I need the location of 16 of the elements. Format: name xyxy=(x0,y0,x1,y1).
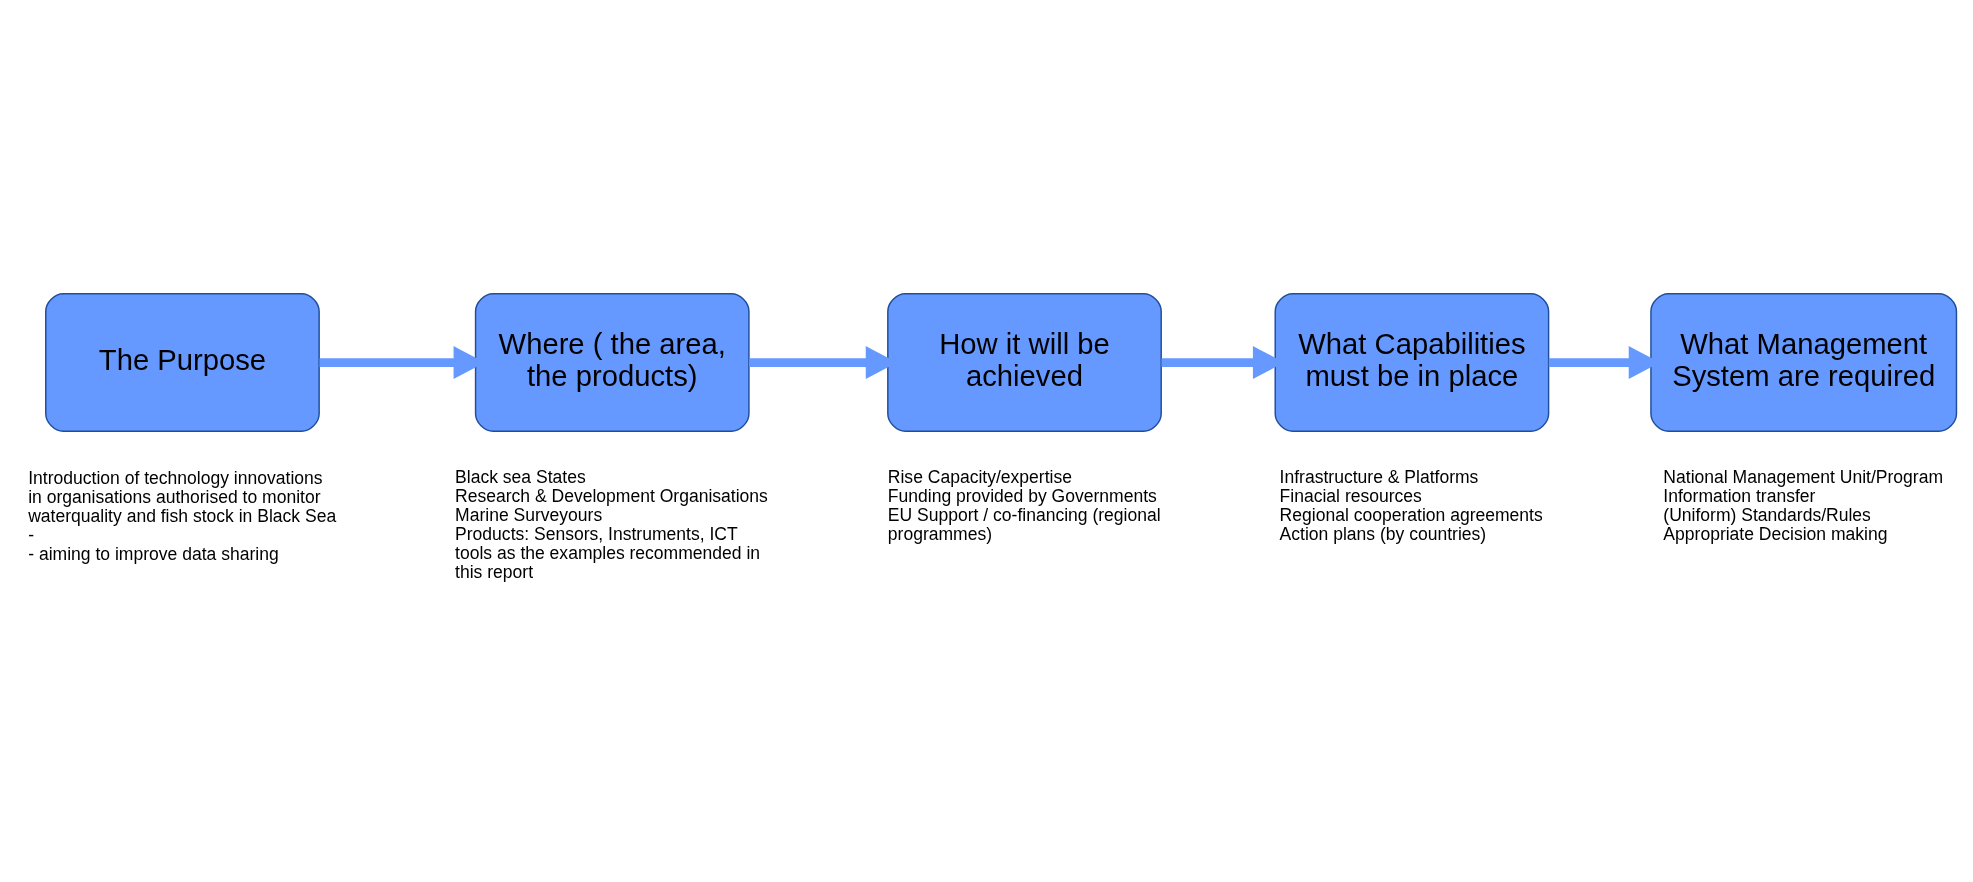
node-label: Regional cooperation agreements xyxy=(1279,504,1543,525)
node-box: What Management System are required xyxy=(1650,292,1958,432)
node-box: The Purpose xyxy=(45,292,320,432)
node-box: What Capabilities must be in place xyxy=(1274,292,1550,432)
node-label: Finacial resources xyxy=(1279,485,1422,506)
node-box: How it will be achieved xyxy=(887,292,1162,432)
node-label: Black sea States xyxy=(455,466,586,487)
node-label: Rise Capacity/expertise xyxy=(887,466,1072,487)
node-label: Marine Surveyours xyxy=(455,504,603,525)
node-label: Research & Development Organisations xyxy=(455,485,768,506)
node-label: Infrastructure & Platforms xyxy=(1279,466,1479,487)
node-label: National Management Unit/Program xyxy=(1663,466,1944,487)
node-label: (Uniform) Standards/Rules xyxy=(1663,504,1871,525)
node-label: Introduction of technology innovations in organisations authorised to monitor waterquality and fish stock in Black Sea - xyxy=(28,467,337,545)
node-label: - aiming to improve data sharing xyxy=(28,543,279,564)
node-box: Where ( the area, the products) xyxy=(474,292,750,432)
